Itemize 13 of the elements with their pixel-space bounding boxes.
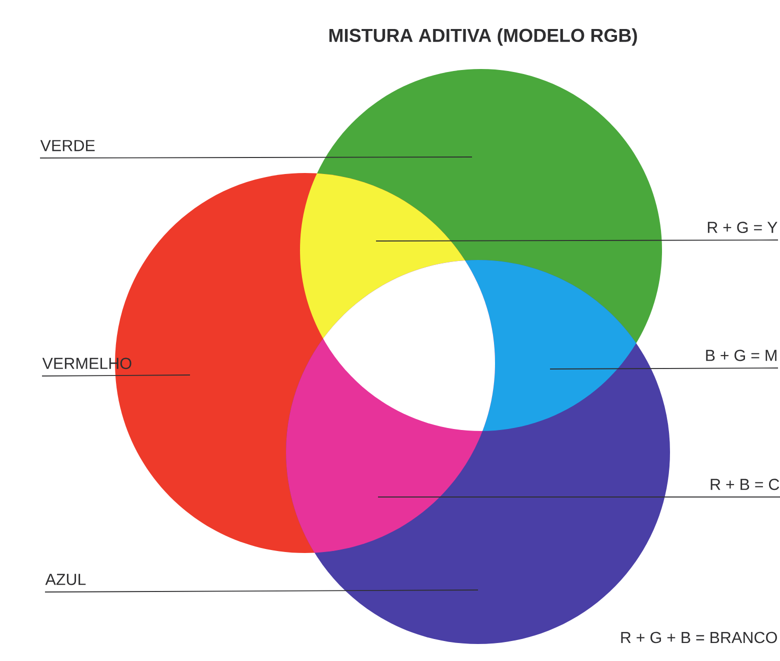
leader-line: [376, 240, 778, 242]
label-text: R + B = C: [710, 478, 780, 490]
label-text: AZUL: [45, 574, 86, 586]
label-text: VERDE: [40, 140, 95, 152]
leader-line: [40, 156, 472, 158]
label-text: B + G = M: [706, 350, 776, 362]
mix-label: R + G + B = BRANCO: [621, 632, 777, 644]
title: MISTURA ADITIVA (MODELO RGB): [329, 28, 637, 46]
leader-line: [42, 374, 190, 376]
leader-line: [550, 368, 778, 370]
label-text: R + G = Y: [708, 222, 778, 234]
leader-line: [378, 496, 780, 498]
leader-line: [44, 590, 478, 592]
